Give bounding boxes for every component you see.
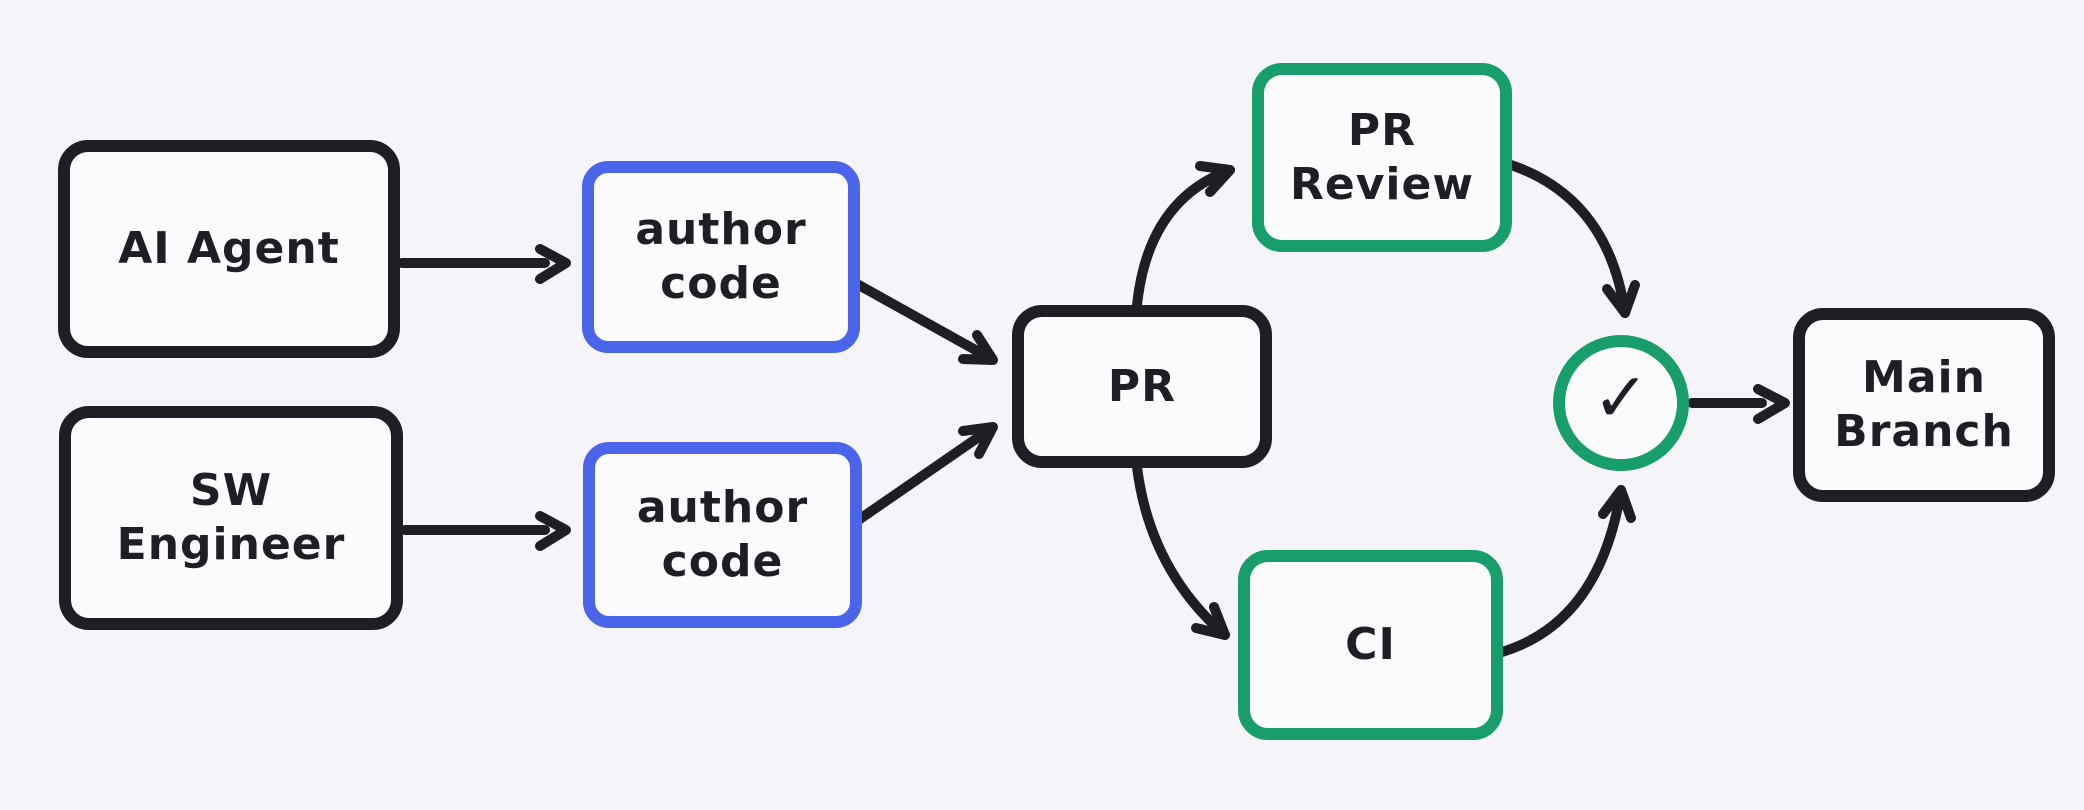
node-main-branch-label: Main Branch — [1834, 352, 2014, 457]
node-author-code-top: author code — [582, 161, 860, 353]
arrowhead-pr-to-ci — [1191, 602, 1230, 640]
node-pr-review-label: PR Review — [1290, 104, 1474, 210]
arrowhead-approval-to-main-branch — [1753, 384, 1790, 424]
arrowhead-pr-to-pr-review — [1195, 161, 1235, 197]
node-approval-check: ✓ — [1553, 335, 1689, 471]
node-author-code-top-label: author code — [635, 204, 807, 309]
node-sw-engineer-label: SW Engineer — [116, 465, 346, 570]
node-pr: PR — [1012, 305, 1272, 468]
edge-pr-review-to-approval — [1500, 158, 1630, 318]
node-sw-engineer: SW Engineer — [59, 406, 403, 630]
node-ai-agent: AI Agent — [58, 140, 400, 358]
edge-author-code-bottom-to-pr — [852, 427, 991, 526]
edge-ci-to-approval — [1497, 485, 1626, 657]
node-pr-review: PR Review — [1252, 63, 1512, 252]
edge-pr-to-ci — [1132, 462, 1230, 640]
edge-pr-to-pr-review — [1132, 165, 1235, 310]
node-ai-agent-label: AI Agent — [118, 223, 340, 275]
arrowhead-pr-review-to-approval — [1602, 280, 1640, 318]
node-ci: CI — [1238, 550, 1503, 740]
node-pr-label: PR — [1107, 360, 1177, 412]
node-main-branch: Main Branch — [1793, 308, 2055, 502]
arrowhead-ci-to-approval — [1598, 485, 1636, 523]
arrowhead-ai-agent-to-author-code — [535, 244, 571, 284]
checkmark-icon: ✓ — [1592, 359, 1650, 438]
node-author-code-bottom: author code — [583, 442, 862, 628]
arrowhead-sw-engineer-to-author-code — [535, 511, 571, 551]
node-author-code-bottom-label: author code — [636, 482, 809, 587]
edge-author-code-top-to-pr — [852, 279, 993, 362]
arrowhead-author-code-bottom-to-pr — [958, 422, 998, 459]
arrowhead-author-code-top-to-pr — [958, 330, 998, 365]
node-ci-label: CI — [1345, 619, 1396, 671]
